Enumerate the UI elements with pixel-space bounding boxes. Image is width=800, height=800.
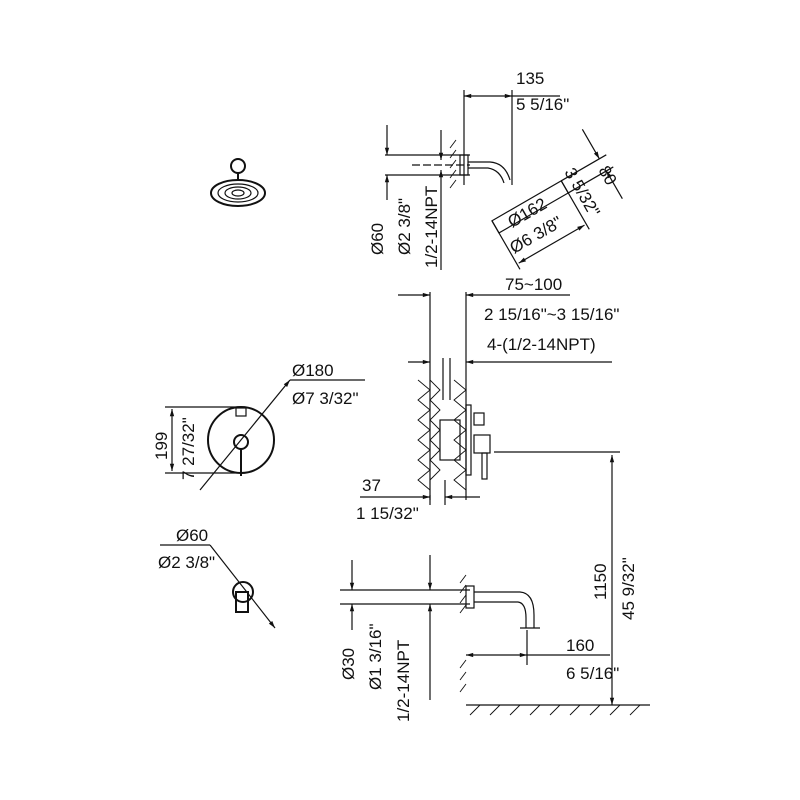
shower-head-thumbnail — [210, 158, 266, 207]
plate-height-mm: 199 — [152, 432, 171, 460]
shower-projection-in: 5 5/16" — [516, 95, 569, 114]
plate-height-in: 7 27/32" — [179, 417, 198, 480]
spout-front: Ø60 Ø2 3/8" — [158, 526, 276, 629]
spout-side: Ø30 Ø1 3/16" 1/2-14NPT 160 6 5/16" 1150 … — [339, 455, 650, 722]
shower-projection-mm: 135 — [516, 69, 544, 88]
spout-height-in: 45 9/32" — [619, 557, 638, 620]
valve-depth-mm: 75~100 — [505, 275, 562, 294]
head-height-mm: 80 — [595, 163, 621, 189]
plate-dia-in: Ø7 3/32" — [292, 389, 359, 408]
spout-dia-mm: Ø30 — [339, 648, 358, 680]
valve-offset-in: 1 15/32" — [356, 504, 419, 523]
flange-dia-mm: Ø60 — [368, 223, 387, 255]
valve-depth-in: 2 15/16"~3 15/16" — [484, 305, 619, 324]
spout-reach-mm: 160 — [566, 636, 594, 655]
valve-connections: 4-(1/2-14NPT) — [487, 335, 596, 354]
valve-plate-front: Ø180 Ø7 3/32" 199 7 27/32" — [152, 361, 365, 491]
shower-arm-drawing: 135 5 5/16" Ø60 Ø2 3/8" 1/2-14NPT Ø162 Ø… — [368, 69, 623, 270]
spout-dia-in: Ø1 3/16" — [366, 623, 385, 690]
flange-dia-in: Ø2 3/8" — [395, 198, 414, 255]
handle-dia-in: Ø2 3/8" — [158, 553, 215, 572]
plate-dia-mm: Ø180 — [292, 361, 334, 380]
spout-reach-in: 6 5/16" — [566, 664, 619, 683]
valve-side-section: 75~100 2 15/16"~3 15/16" 4-(1/2-14NPT) 3… — [356, 275, 620, 523]
spout-thread: 1/2-14NPT — [394, 640, 413, 722]
spout-height-mm: 1150 — [591, 563, 610, 600]
shower-thread: 1/2-14NPT — [422, 186, 441, 268]
valve-offset-mm: 37 — [362, 476, 381, 495]
handle-dia-mm: Ø60 — [176, 526, 208, 545]
